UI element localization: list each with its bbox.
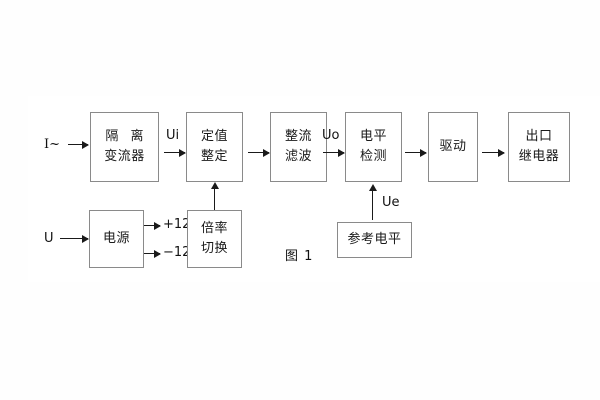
block-isolation-transformer-line1: 隔 离 (105, 128, 148, 144)
arrow-power-supply-negative (144, 249, 161, 258)
block-isolation-transformer-line2: 变流器 (104, 149, 145, 164)
block-rectify-filter-line1: 整流 (284, 128, 312, 144)
block-rectify-filter: 整流 滤波 (270, 112, 327, 182)
block-multiplier-switch: 倍率 切换 (187, 210, 242, 268)
figure-caption: 图 1 (285, 249, 314, 264)
block-setting-value: 定值 整定 (186, 112, 243, 182)
block-reference-level: 参考电平 (337, 222, 412, 258)
block-output-relay: 出口 继电器 (508, 112, 570, 182)
arrow-drive-to-output-relay (482, 148, 505, 157)
block-multiplier-switch-line2: 切换 (200, 241, 228, 256)
block-multiplier-switch-line1: 倍率 (200, 220, 228, 236)
block-level-detection-line2: 检测 (359, 149, 387, 164)
block-drive: 驱动 (428, 112, 478, 182)
block-drive-line1: 驱动 (439, 138, 467, 154)
block-power-supply: 电源 (89, 210, 144, 268)
block-reference-level-line1: 参考电平 (347, 231, 402, 247)
block-output-relay-line2: 继电器 (518, 149, 560, 164)
arrow-level-to-drive (405, 148, 427, 157)
arrow-voltage-to-power-supply (60, 234, 89, 243)
arrow-isolation-to-setting (164, 148, 186, 157)
arrow-current-to-isolation (68, 140, 89, 149)
arrow-multiplier-to-setting (210, 182, 219, 210)
block-rectify-filter-line2: 滤波 (284, 149, 312, 164)
block-output-relay-line1: 出口 (525, 128, 553, 144)
block-isolation-transformer: 隔 离 变流器 (90, 112, 159, 182)
signal-label-ue: Ue (382, 195, 400, 210)
block-setting-value-line2: 整定 (200, 149, 228, 164)
input-label-voltage: U (44, 231, 54, 246)
arrow-setting-to-rectify (248, 148, 270, 157)
signal-label-ui: Ui (166, 128, 180, 143)
signal-label-uo: Uo (322, 128, 340, 143)
block-setting-value-line1: 定值 (200, 128, 228, 144)
arrow-power-supply-positive (144, 221, 161, 230)
input-label-current: I~ (44, 137, 61, 152)
block-level-detection-line1: 电平 (359, 128, 387, 144)
block-level-detection: 电平 检测 (345, 112, 402, 182)
arrow-reference-to-level (368, 184, 377, 220)
arrow-rectify-to-level (323, 148, 345, 157)
block-power-supply-line1: 电源 (102, 230, 130, 246)
